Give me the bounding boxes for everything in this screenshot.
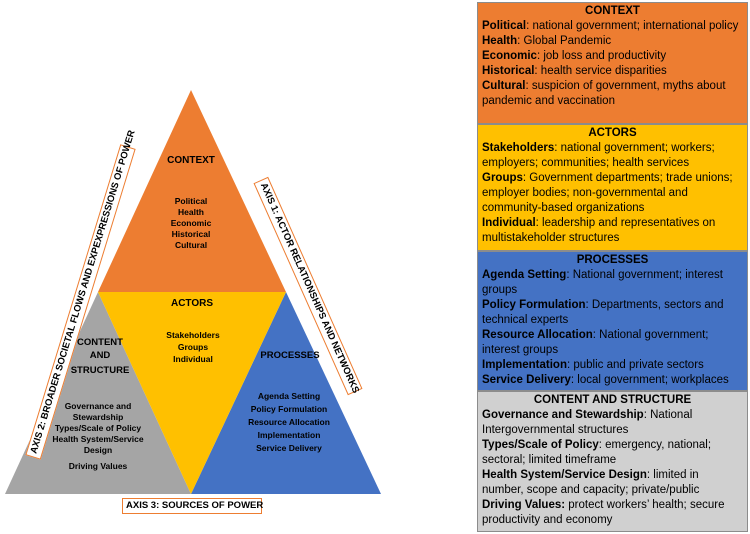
row-key: Driving Values:: [482, 499, 566, 511]
panel-row: Implementation: public and private secto…: [482, 358, 743, 373]
row-value: : National Intergovernmental structures: [482, 409, 693, 436]
panel-row: Groups: Government departments; trade un…: [482, 171, 743, 216]
panel-row: Driving Values: protect workers’ health;…: [482, 498, 743, 528]
content-item: Stewardship: [73, 412, 124, 422]
content-title: STRUCTURE: [71, 365, 130, 376]
content-item: Driving Values: [69, 461, 128, 471]
processes-panel: PROCESSES Agenda Setting: National gover…: [477, 251, 748, 391]
row-value: : Departments, sectors and technical exp…: [482, 299, 724, 326]
panel-row: Types/Scale of Policy: emergency, nation…: [482, 438, 743, 468]
panel-title: ACTORS: [588, 127, 637, 139]
row-value: : local government; workplaces: [570, 374, 729, 386]
context-item: Political: [175, 196, 208, 206]
panel-row: Health System/Service Design: limited in…: [482, 468, 743, 498]
row-key: Economic: [482, 50, 537, 62]
row-value: : Global Pandemic: [517, 35, 612, 47]
row-key: Implementation: [482, 359, 567, 371]
content-item: Design: [84, 445, 112, 455]
row-key: Policy Formulation: [482, 299, 586, 311]
actors-item: Groups: [178, 342, 208, 352]
row-value: : emergency, national; sectoral; limited…: [482, 439, 712, 466]
processes-item: Implementation: [258, 430, 321, 440]
row-value: : National government; interest groups: [482, 269, 723, 296]
row-key: Governance and Stewardship: [482, 409, 644, 421]
context-item: Health: [178, 207, 204, 217]
panel-row: Governance and Stewardship: National Int…: [482, 408, 743, 438]
row-value: : limited in number, scope and capacity;…: [482, 469, 700, 496]
axis-3-label: AXIS 3: SOURCES OF POWER: [122, 498, 263, 514]
row-key: Stakeholders: [482, 142, 555, 154]
row-key: Types/Scale of Policy: [482, 439, 599, 451]
row-key: Agenda Setting: [482, 269, 567, 281]
panel-row: Agenda Setting: National government; int…: [482, 268, 743, 298]
panel-row: Economic: job loss and productivity: [482, 49, 743, 64]
panel-title: CONTENT AND STRUCTURE: [533, 394, 692, 406]
processes-item: Agenda Setting: [258, 391, 320, 401]
panel-title: CONTEXT: [585, 5, 640, 17]
actors-panel: ACTORS Stakeholders: national government…: [477, 124, 748, 251]
content-title: AND: [90, 350, 111, 361]
context-panel: CONTEXT Political: national government; …: [477, 2, 748, 124]
row-value: : national government; workers; employer…: [482, 142, 715, 169]
row-key: Historical: [482, 65, 535, 77]
row-value: : National government; interest groups: [482, 329, 709, 356]
row-value: : leadership and representatives on mult…: [482, 217, 716, 244]
row-key: Individual: [482, 217, 536, 229]
panel-row: Individual: leadership and representativ…: [482, 216, 743, 246]
processes-item: Resource Allocation: [248, 417, 330, 427]
row-value: : public and private sectors: [566, 359, 704, 371]
row-key: Health System/Service Design: [482, 469, 647, 481]
panel-row: Health: Global Pandemic: [482, 34, 743, 49]
row-key: Service Delivery: [482, 374, 571, 386]
power-triangle-diagram: CONTEXT Political Health Economic Histor…: [5, 90, 381, 494]
panel-row: Service Delivery: local government; work…: [482, 373, 743, 388]
content-title: CONTENT: [77, 337, 123, 348]
row-key: Political: [482, 20, 527, 32]
panel-row: Resource Allocation: National government…: [482, 328, 743, 358]
context-item: Economic: [171, 218, 212, 228]
processes-item: Service Delivery: [256, 443, 322, 453]
row-value: : national government; international pol…: [526, 20, 739, 32]
row-key: Health: [482, 35, 518, 47]
row-value: : Government departments; trade unions; …: [482, 172, 733, 214]
actors-title: ACTORS: [171, 298, 213, 309]
content-item: Governance and: [65, 401, 132, 411]
actors-triangle: [98, 292, 286, 494]
actors-item: Stakeholders: [166, 330, 220, 340]
panel-row: Political: national government; internat…: [482, 19, 743, 34]
context-title: CONTEXT: [167, 155, 215, 166]
processes-title: PROCESSES: [260, 350, 319, 361]
context-triangle: [98, 90, 286, 292]
content-item: Health System/Service: [52, 434, 143, 444]
row-value: : suspicion of government, myths about p…: [482, 80, 726, 107]
content-item: Types/Scale of Policy: [55, 423, 142, 433]
panel-row: Stakeholders: national government; worke…: [482, 141, 743, 171]
row-value: protect workers’ health; secure producti…: [482, 499, 725, 526]
content-structure-triangle: [5, 292, 191, 494]
panel-row: Policy Formulation: Departments, sectors…: [482, 298, 743, 328]
panel-title: PROCESSES: [576, 254, 649, 266]
row-key: Cultural: [482, 80, 526, 92]
context-item: Historical: [172, 229, 211, 239]
row-value: : job loss and productivity: [536, 50, 667, 62]
processes-triangle: [191, 292, 381, 494]
context-item: Cultural: [175, 240, 207, 250]
row-value: : health service disparities: [534, 65, 667, 77]
actors-item: Individual: [173, 354, 213, 364]
row-key: Groups: [482, 172, 523, 184]
panel-row: Historical: health service disparities: [482, 64, 743, 79]
row-key: Resource Allocation: [482, 329, 593, 341]
processes-item: Policy Formulation: [251, 404, 328, 414]
panel-row: Cultural: suspicion of government, myths…: [482, 79, 743, 109]
content-structure-panel: CONTENT AND STRUCTURE Governance and Ste…: [477, 391, 748, 532]
